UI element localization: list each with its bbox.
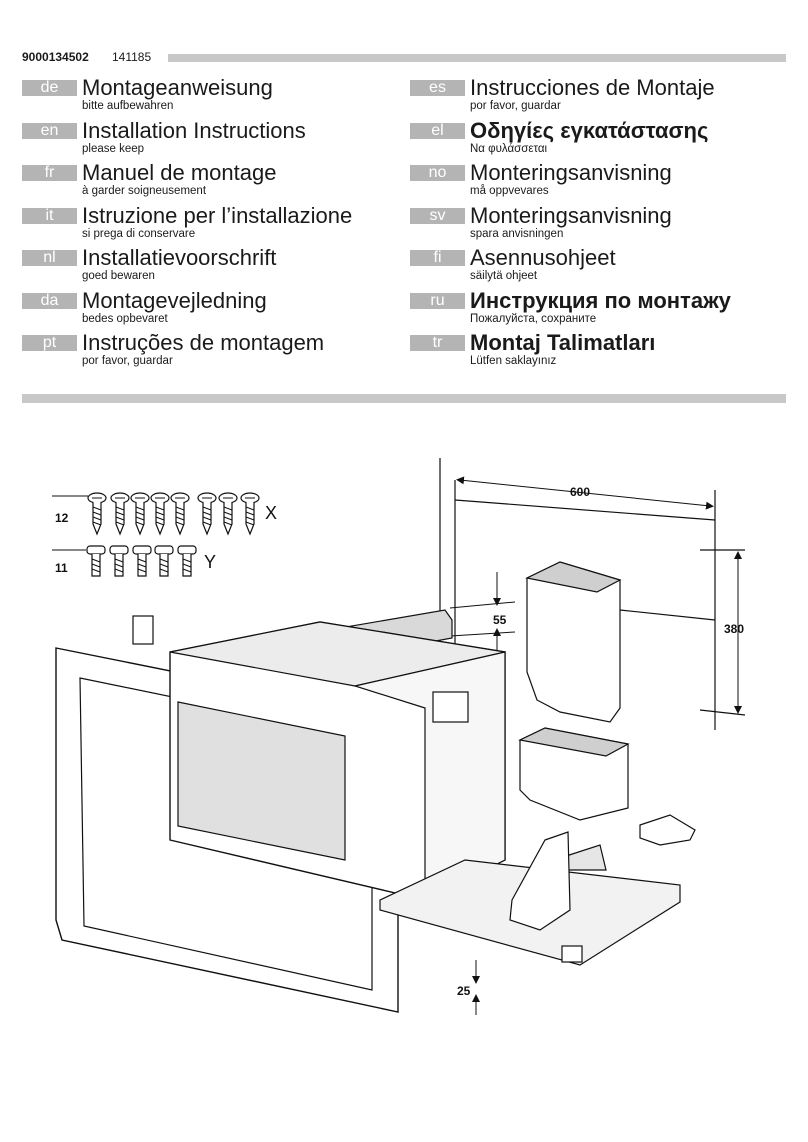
language-subtitle: säilytä ohjeet xyxy=(470,270,538,282)
base-plate xyxy=(379,831,681,966)
language-title: Montaj Talimatları xyxy=(470,330,656,355)
language-list-left: de Montageanweisung bitte aufbewahren en… xyxy=(22,76,402,374)
language-badge: de xyxy=(22,80,77,96)
language-title: Instrucciones de Montaje xyxy=(470,75,715,100)
language-subtitle: bitte aufbewahren xyxy=(82,100,174,112)
language-item-fi: fi Asennusohjeet säilytä ohjeet xyxy=(410,246,788,289)
language-item-tr: tr Montaj Talimatları Lütfen saklayınız xyxy=(410,331,788,374)
language-item-fr: fr Manuel de montage à garder soigneusem… xyxy=(22,161,402,204)
language-badge: ru xyxy=(410,292,465,309)
language-badge: pt xyxy=(22,335,77,351)
language-item-sv: sv Monteringsanvisning spara anvisningen xyxy=(410,202,788,247)
document-date-code: 141185 xyxy=(112,50,152,64)
language-badge: en xyxy=(22,122,77,139)
language-title: Monteringsanvisning xyxy=(470,160,672,185)
language-title: Instruções de montagem xyxy=(82,330,325,355)
language-badge: it xyxy=(22,207,77,224)
document-header: 9000134502 141185 xyxy=(22,50,786,66)
screws-y-icon xyxy=(52,545,197,577)
language-badge: es xyxy=(410,80,465,96)
language-item-de: de Montageanweisung bitte aufbewahren xyxy=(22,76,402,119)
language-title: Istruzione per l’installazione xyxy=(82,202,353,228)
language-badge: fi xyxy=(410,250,465,266)
bottom-duct xyxy=(509,831,571,931)
language-item-it: it Istruzione per l’installazione si pre… xyxy=(22,202,402,247)
document-number: 9000134502 xyxy=(22,50,89,64)
language-badge: no xyxy=(410,165,465,181)
width-dimension-label: 600 xyxy=(570,485,590,499)
language-subtitle: si prega di conservare xyxy=(82,227,196,240)
language-title: Manuel de montage xyxy=(82,160,277,185)
width-dimension-line xyxy=(456,476,714,510)
language-badge: sv xyxy=(410,207,465,224)
language-item-da: da Montagevejledning bedes opbevaret xyxy=(22,287,402,332)
language-subtitle: please keep xyxy=(82,142,145,155)
small-bracket xyxy=(639,814,696,846)
bottom-gap-label: 25 xyxy=(457,984,471,998)
language-subtitle: à garder soigneusement xyxy=(82,185,207,197)
language-item-en: en Installation Instructions please keep xyxy=(22,117,402,162)
language-badge: tr xyxy=(410,335,465,351)
language-title: Asennusohjeet xyxy=(470,245,616,270)
header-rule xyxy=(168,54,786,62)
language-subtitle: Пожалуйста, сохраните xyxy=(470,312,597,325)
installation-diagram: 12 X 11 Y 600 380 xyxy=(0,440,808,1040)
language-subtitle: por favor, guardar xyxy=(82,355,173,367)
screw-x-count: 12 xyxy=(55,511,69,525)
language-title: Οδηγίες εγκατάστασης xyxy=(470,117,709,143)
screw-x-label: X xyxy=(265,503,277,523)
language-badge: fr xyxy=(22,165,77,181)
screw-y-count: 11 xyxy=(55,561,68,575)
screws-x-icon xyxy=(52,492,107,535)
section-divider xyxy=(22,394,786,403)
language-item-no: no Monteringsanvisning må oppvevares xyxy=(410,161,788,204)
language-item-es: es Instrucciones de Montaje por favor, g… xyxy=(410,76,788,119)
language-item-pt: pt Instruções de montagem por favor, gua… xyxy=(22,331,402,374)
language-title: Montageanweisung xyxy=(82,75,273,100)
language-title: Installation Instructions xyxy=(82,117,306,143)
language-subtitle: por favor, guardar xyxy=(470,100,561,112)
language-list-right: es Instrucciones de Montaje por favor, g… xyxy=(410,76,788,374)
oven-window xyxy=(177,701,346,861)
language-subtitle: Να φυλάσσεται xyxy=(470,142,548,155)
language-item-nl: nl Installatievoorschrift goed bewaren xyxy=(22,246,402,289)
screw-y-label: Y xyxy=(204,552,216,572)
installation-diagram-svg: 12 X 11 Y 600 380 xyxy=(52,458,746,1015)
language-subtitle: må oppvevares xyxy=(470,185,549,197)
language-subtitle: Lütfen saklayınız xyxy=(470,355,557,367)
language-item-el: el Οδηγίες εγκατάστασης Να φυλάσσεται xyxy=(410,117,788,162)
mounting-bracket xyxy=(432,691,469,723)
top-gap-label: 55 xyxy=(493,613,507,627)
oven-unit xyxy=(169,621,506,901)
language-title: Monteringsanvisning xyxy=(470,202,672,228)
language-title: Installatievoorschrift xyxy=(82,245,277,270)
language-title: Инструкция по монтажу xyxy=(470,287,731,313)
height-dimension-label: 380 xyxy=(724,622,744,636)
language-subtitle: goed bewaren xyxy=(82,270,155,282)
language-badge: el xyxy=(410,122,465,139)
language-item-ru: ru Инструкция по монтажу Пожалуйста, сох… xyxy=(410,287,788,332)
language-badge: nl xyxy=(22,250,77,266)
language-badge: da xyxy=(22,292,77,309)
language-subtitle: bedes opbevaret xyxy=(82,312,168,325)
language-subtitle: spara anvisningen xyxy=(470,227,564,240)
language-title: Montagevejledning xyxy=(82,287,267,313)
fixing-clip xyxy=(132,615,154,645)
screws-x-row xyxy=(110,492,260,535)
